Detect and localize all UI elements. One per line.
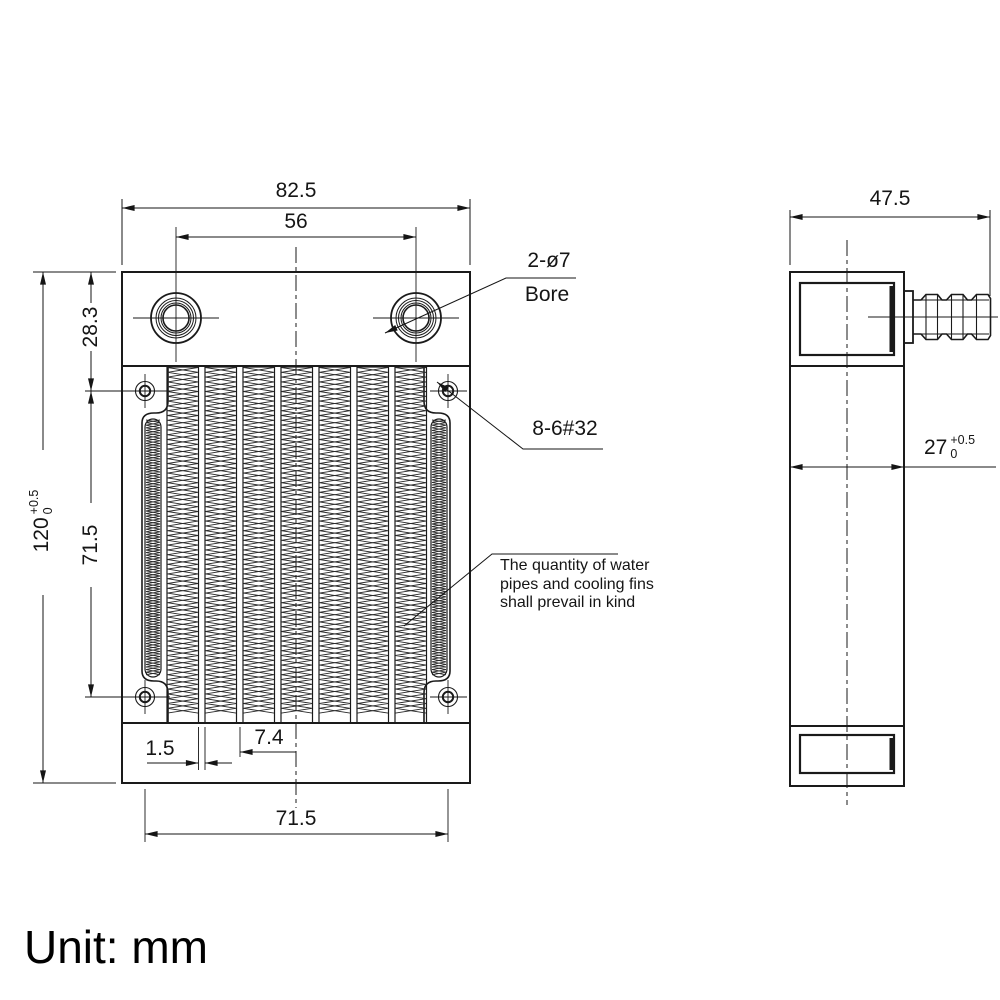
front-right-tab-outline xyxy=(423,366,451,723)
dim-overall-height: 120 +0.5 0 xyxy=(27,461,57,581)
fin-column xyxy=(318,366,352,724)
dim-overall-height-value: 120 xyxy=(29,517,53,553)
fin-column xyxy=(280,366,314,724)
dim-core-depth-tolerance: +0.5 0 xyxy=(950,433,976,461)
screw-hole-bottom-right xyxy=(430,680,467,714)
fin-hatching xyxy=(243,367,275,714)
fin-hatching xyxy=(431,419,447,676)
fin-hatching xyxy=(145,419,161,676)
dim-screw-span-horizontal: 71.5 xyxy=(275,807,317,830)
fin-hatching xyxy=(357,367,389,714)
dim-core-depth-value: 27 xyxy=(924,435,948,459)
note-line-3: shall prevail in kind xyxy=(500,594,636,611)
port-left xyxy=(133,227,219,362)
label-bore-qty: 2-ø7 xyxy=(527,249,571,272)
fin-hatching xyxy=(145,419,161,676)
front-left-tab-outline xyxy=(141,366,169,723)
fin-column xyxy=(394,366,428,724)
fin-column xyxy=(356,366,390,724)
fin-hatching xyxy=(243,367,275,714)
fin-hatching xyxy=(205,367,237,714)
dim-pipe-width: 1.5 xyxy=(145,737,175,760)
fin-hatching xyxy=(357,367,389,714)
side-view xyxy=(789,240,998,805)
fin-hatching xyxy=(167,367,199,714)
dim-header-height: 28.3 xyxy=(78,306,102,348)
label-bore-word: Bore xyxy=(524,283,570,306)
dimension-linework xyxy=(33,199,996,842)
fin-hatching xyxy=(281,367,313,714)
fin-column xyxy=(166,366,200,724)
dim-depth: 47.5 xyxy=(869,187,911,210)
fin-hatching xyxy=(431,419,447,676)
fin-hatching xyxy=(319,367,351,714)
barb-fitting xyxy=(868,290,998,344)
fin-column xyxy=(242,366,276,724)
unit-label: Unit: mm xyxy=(24,921,208,973)
fin-hatching xyxy=(281,367,313,714)
dim-overall-height-tolerance: +0.5 0 xyxy=(27,489,55,515)
leader-thread xyxy=(436,381,603,450)
label-thread-spec: 8-6#32 xyxy=(532,417,598,440)
front-view xyxy=(121,227,471,808)
note-line-1: The quantity of water xyxy=(500,557,650,574)
fin-hatching xyxy=(395,367,427,714)
leader-note xyxy=(403,553,618,627)
dim-core-depth: 27 +0.5 0 xyxy=(924,433,976,462)
leader-bore xyxy=(384,277,576,334)
dim-fin-pitch: 7.4 xyxy=(254,726,284,749)
fin-strip-right xyxy=(430,418,448,678)
fin-hatching xyxy=(395,367,427,714)
note-line-2: pipes and cooling fins xyxy=(500,575,654,593)
fin-column xyxy=(204,366,238,724)
dim-port-spacing: 56 xyxy=(284,210,308,233)
fin-strip-left xyxy=(144,418,162,678)
fin-hatching xyxy=(319,367,351,714)
fin-hatching xyxy=(205,367,237,714)
dim-overall-width: 82.5 xyxy=(275,179,317,202)
port-right xyxy=(373,227,459,362)
fin-quantity-note: The quantity of water pipes and cooling … xyxy=(500,557,685,613)
dim-screw-span-vertical: 71.5 xyxy=(78,524,102,566)
fin-hatching xyxy=(167,367,199,714)
